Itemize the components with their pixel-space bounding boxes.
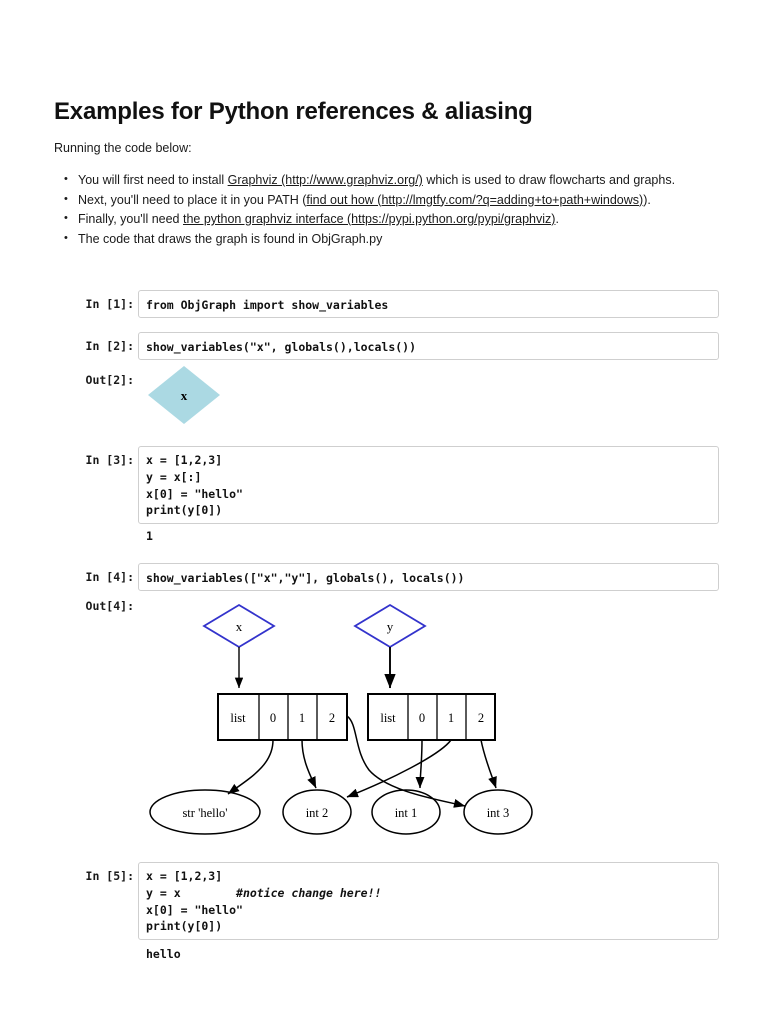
value-node-int-2-label: int 2 (306, 806, 329, 820)
intro-text: Running the code below: (54, 141, 192, 155)
code-comment: #notice change here!! (236, 885, 382, 900)
value-node-str-hello: str 'hello' (149, 789, 261, 835)
code-line: x[0] = "hello" (146, 486, 243, 501)
list-record-x: list 0 1 2 (217, 693, 348, 741)
bullet-pre-text: The code that draws the graph is found i… (78, 231, 383, 246)
bullet-post-text: . (555, 212, 559, 226)
list-record-y-index-0: 0 (419, 711, 425, 725)
list-item: Next, you'll need to place it in you PAT… (64, 191, 718, 210)
diamond-node-x (148, 366, 220, 424)
prompt-in-2: In [2]: (85, 339, 134, 353)
edge-listx-1-to-int-2 (301, 739, 317, 789)
list-record-x-index-0: 0 (270, 711, 276, 725)
diamond-node-x-label: x (181, 388, 188, 403)
edge-listx-2-to-int-3 (346, 715, 466, 808)
prompt-in-3: In [3]: (85, 453, 134, 467)
code-line: y = x (146, 885, 181, 900)
prompt-in-5: In [5]: (85, 869, 134, 883)
diamond-node-y-label: y (387, 619, 394, 634)
value-node-int-2: int 2 (282, 789, 352, 835)
list-item: The code that draws the graph is found i… (64, 230, 718, 249)
prompt-out-2: Out[2]: (85, 373, 134, 387)
value-node-str-hello-label: str 'hello' (182, 806, 227, 820)
code-cell-in-1[interactable]: from ObjGraph import show_variables (138, 290, 719, 318)
code-cell-in-4[interactable]: show_variables(["x","y"], globals(), loc… (138, 563, 719, 591)
out2-object-graph: x (148, 366, 220, 424)
list-item: You will first need to install Graphviz … (64, 171, 718, 190)
code-line: x = [1,2,3] (146, 453, 223, 467)
value-node-int-3: int 3 (463, 789, 533, 835)
list-record-y-type: list (380, 711, 396, 725)
requirements-list: You will first need to install Graphviz … (54, 171, 718, 249)
edge-listx-0-to-str-hello (227, 739, 274, 795)
bullet-pre-text: Next, you'll need to place it in you PAT… (78, 192, 307, 207)
list-record-x-index-2: 2 (329, 711, 335, 725)
code-line: print(y[0]) (146, 503, 223, 518)
code-line: y = x[:] (146, 469, 202, 484)
list-record-y-index-1: 1 (448, 711, 454, 725)
edge-listy-1-to-int-2 (346, 739, 452, 798)
list-record-x-index-1: 1 (299, 711, 305, 725)
list-record-y: list 0 1 2 (367, 693, 496, 741)
prompt-out-4: Out[4]: (85, 599, 134, 613)
code-cell-in-3[interactable]: x = [1,2,3] y = x[:] x[0] = "hello" prin… (138, 446, 719, 524)
bullet-post-text: ). (643, 192, 651, 207)
stdout-in-5: hello (146, 947, 181, 961)
bullet-post-text: which is used to draw flowcharts and gra… (422, 173, 676, 187)
graphviz-link[interactable]: Graphviz (http://www.graphviz.org/) (227, 173, 423, 187)
bullet-pre-text: Finally, you'll need (78, 212, 183, 226)
prompt-in-4: In [4]: (85, 570, 134, 584)
code-cell-in-5[interactable]: x = [1,2,3] y = x #notice change here!! … (138, 862, 719, 940)
diamond-node-x-label: x (236, 619, 243, 634)
page-title: Examples for Python references & aliasin… (54, 98, 533, 125)
code-line: print(y[0]) (146, 919, 223, 934)
pypi-graphviz-link[interactable]: the python graphviz interface (https://p… (183, 212, 556, 226)
value-node-int-3-label: int 3 (487, 806, 510, 820)
lmgtfy-path-link[interactable]: find out how (http://lmgtfy.com/?q=addin… (306, 192, 644, 207)
code-line: x = [1,2,3] (146, 869, 223, 883)
code-cell-in-2[interactable]: show_variables("x", globals(),locals()) (138, 332, 719, 360)
list-item: Finally, you'll need the python graphviz… (64, 210, 718, 229)
list-record-y-index-2: 2 (478, 711, 484, 725)
out4-object-graph: x y list 0 1 2 list 0 1 2 (149, 603, 533, 835)
edge-listy-2-to-int-3 (480, 739, 497, 789)
list-record-x-type: list (230, 711, 246, 725)
code-line: x[0] = "hello" (146, 902, 243, 917)
prompt-in-1: In [1]: (85, 297, 134, 311)
edge-listy-0-to-int-1 (415, 739, 425, 789)
value-node-int-1: int 1 (371, 789, 441, 835)
value-node-int-1-label: int 1 (395, 806, 418, 820)
stdout-in-3: 1 (146, 529, 153, 543)
bullet-pre-text: You will first need to install (78, 173, 228, 187)
